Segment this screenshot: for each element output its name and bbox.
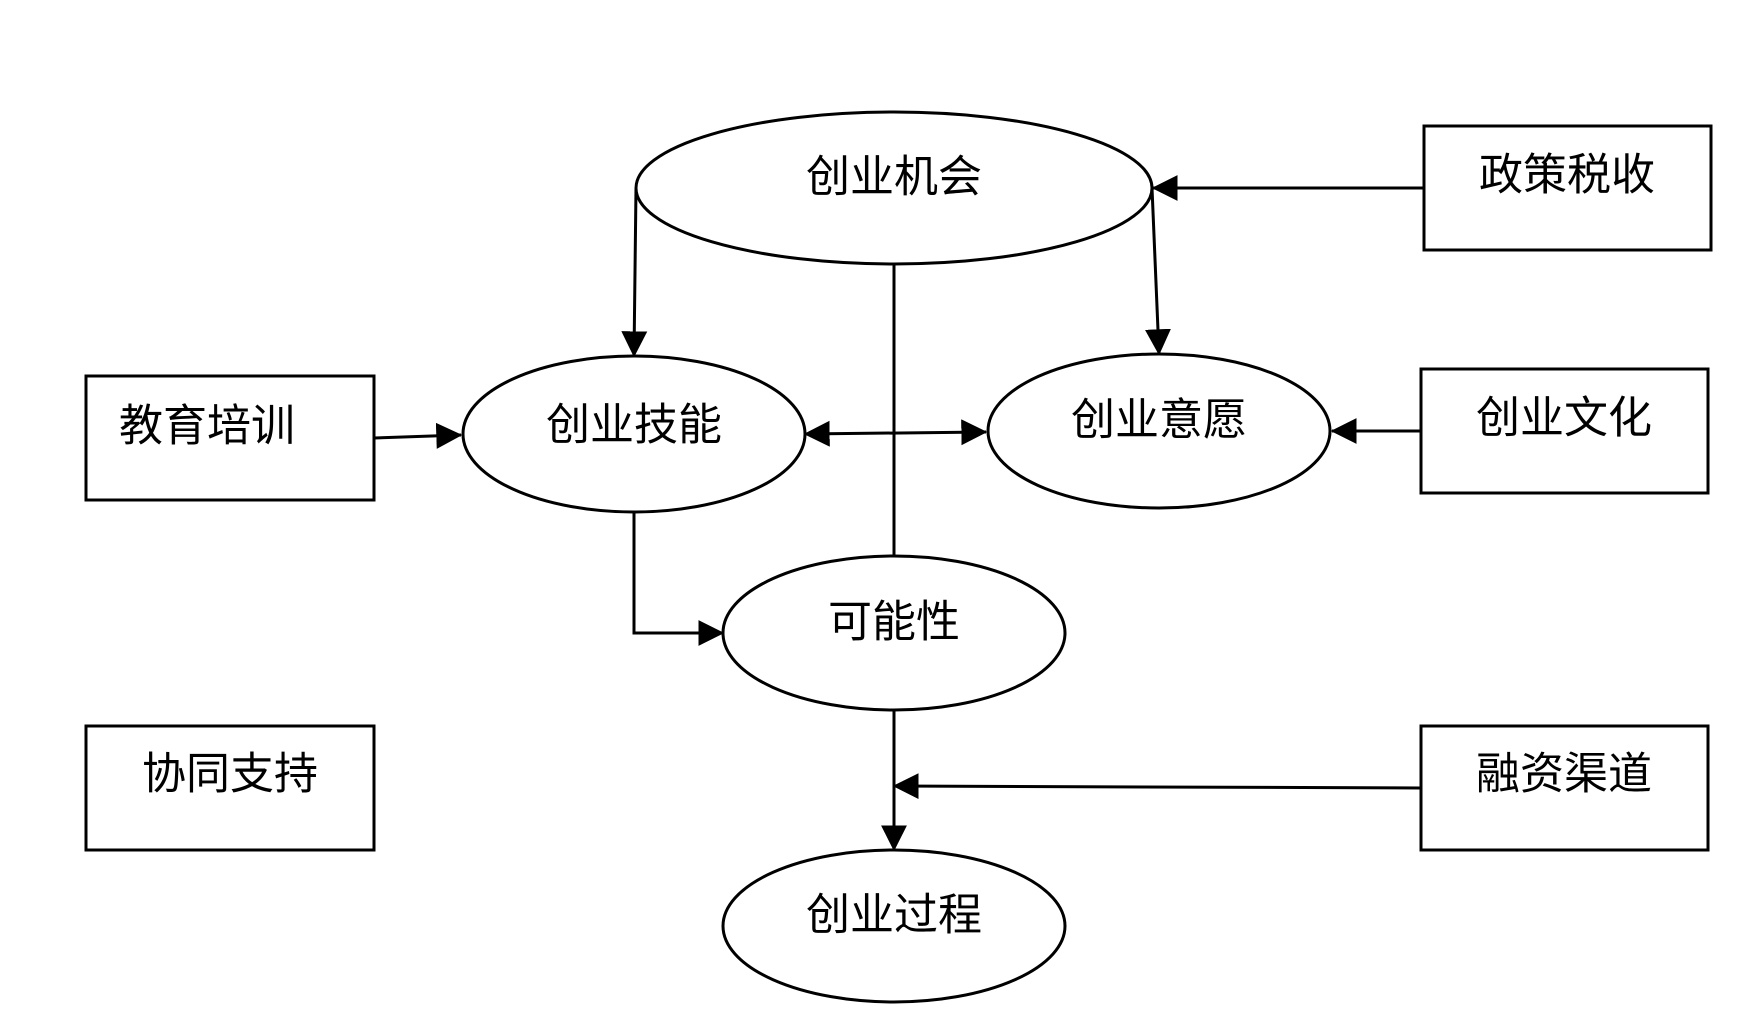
node-process: 创业过程: [721, 848, 1067, 1004]
ellipse-shape: [461, 354, 807, 514]
node-opportunity: 创业机会: [634, 110, 1154, 266]
ellipse-shape: [634, 110, 1154, 266]
rectangle-shape: [1419, 724, 1710, 852]
node-label-possibility: 可能性: [828, 597, 960, 648]
ellipse-shape: [986, 352, 1332, 510]
node-label-policy-tax: 政策税收: [1479, 150, 1655, 201]
node-intention: 创业意愿: [986, 352, 1332, 510]
node-possibility: 可能性: [721, 554, 1067, 712]
edge-skills-intention-bidirectional: [803, 419, 988, 447]
ellipse-shape: [721, 554, 1067, 712]
edge-education-to-skills: [373, 422, 463, 449]
node-label-collaborative-support: 协同支持: [142, 749, 318, 800]
edge-financing-to-process-link: [892, 773, 1422, 800]
node-label-entrepreneurial-culture: 创业文化: [1476, 393, 1652, 444]
connectors: [373, 175, 1424, 852]
rectangle-shape: [1422, 124, 1713, 252]
rectangle-shape: [1419, 367, 1710, 495]
node-label-opportunity: 创业机会: [806, 152, 982, 203]
node-education-training: 教育培训: [84, 374, 376, 502]
node-label-financing-channels: 融资渠道: [1476, 749, 1652, 800]
edge-opportunity-to-intention: [1144, 187, 1171, 356]
rectangle-shape: [84, 374, 376, 502]
node-entrepreneurial-culture: 创业文化: [1419, 367, 1710, 495]
node-collaborative-support: 协同支持: [84, 724, 376, 852]
node-label-skills: 创业技能: [546, 400, 722, 451]
node-label-process: 创业过程: [806, 890, 982, 941]
node-financing-channels: 融资渠道: [1419, 724, 1710, 852]
node-label-education-training: 教育培训: [119, 401, 295, 452]
node-skills: 创业技能: [461, 354, 807, 514]
edge-opportunity-to-skills: [621, 187, 648, 358]
node-label-intention: 创业意愿: [1071, 395, 1247, 446]
rectangle-shape: [84, 724, 376, 852]
edge-skills-to-possibility: [632, 512, 725, 646]
node-policy-tax: 政策税收: [1422, 124, 1713, 252]
ellipse-shape: [721, 848, 1067, 1004]
